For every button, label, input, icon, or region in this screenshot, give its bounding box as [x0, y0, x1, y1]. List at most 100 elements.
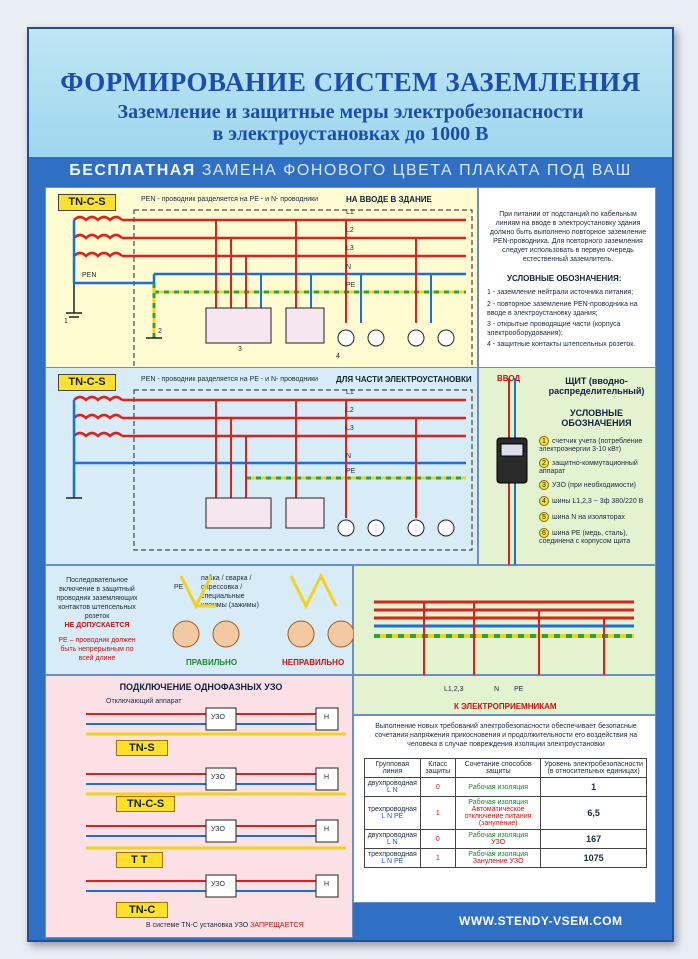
free-color-banner: БЕСПЛАТНАЯ ЗАМЕНА ФОНОВОГО ЦВЕТА ПЛАКАТА…	[29, 159, 672, 203]
row-class: 0	[419, 777, 456, 797]
rcd-warning: В системе TN-C установка УЗО ЗАПРЕЩАЕТСЯ	[146, 922, 304, 929]
panel-a-legend-4: 4 - защитные контакты штепсельных розето…	[487, 341, 636, 348]
poster-title: ФОРМИРОВАНИЕ СИСТЕМ ЗАЗЕМЛЕНИЯ	[60, 67, 641, 97]
legend-num-5: 5	[539, 512, 549, 522]
panel-distribution-board: ВВОД ЩИТ (вводно-распределительный) УСЛО…	[478, 367, 656, 566]
panel-a-note: PEN - проводник разделяется на PE - и N-…	[141, 196, 319, 203]
legend-num-2: 2	[539, 458, 549, 468]
panel-busbars	[353, 565, 656, 676]
panel-a-notes: При питании от подстанций по кабельным л…	[478, 187, 656, 385]
row-line-text: трехпроводная	[367, 806, 417, 813]
col-level: Уровень электробезопасности (в относител…	[540, 758, 647, 778]
legend-num-6: 6	[539, 528, 549, 538]
board-meter-diagram	[496, 378, 528, 566]
row-level: 167	[540, 829, 647, 849]
l3-label-b: L3	[346, 425, 354, 432]
safety-intro: Выполнение новых требований электробезоп…	[374, 723, 638, 748]
col-class: Класс защиты	[419, 758, 456, 778]
panel-a-legend-2: 2 - повторное заземление PEN-проводника …	[487, 301, 638, 317]
row-line-sub: L N	[387, 787, 398, 794]
l1-label-b: L1	[346, 389, 354, 396]
poster-header: ФОРМИРОВАНИЕ СИСТЕМ ЗАЗЕМЛЕНИЯ Заземлени…	[29, 29, 672, 157]
outlets-not-allowed: НЕ ДОПУСКАЕТСЯ	[64, 622, 130, 629]
legend-text-6: шина PE (медь, сталь), соединена с корпу…	[539, 530, 631, 545]
busbar-pe-label: PE	[514, 686, 524, 693]
panel-a-legend-1: 1 - заземление нейтрали источника питани…	[487, 289, 634, 296]
row-method-2: Зануление УЗО	[472, 858, 524, 865]
rcd-diagram	[86, 707, 346, 898]
panel-b-diagram	[66, 389, 473, 551]
outlets-text-1: Последовательное включение в защитный пр…	[56, 577, 138, 620]
row-line-sub: L N PE	[381, 858, 404, 865]
safety-table: Групповая линия Класс защиты Сочетание с…	[364, 758, 647, 868]
poster: ФОРМИРОВАНИЕ СИСТЕМ ЗАЗЕМЛЕНИЯ Заземлени…	[27, 27, 674, 942]
row-line-text: трехпроводная	[367, 851, 417, 858]
legend-num-1: 1	[539, 436, 549, 446]
panel-a-heading: НА ВВОДЕ В ЗДАНИЕ	[346, 195, 432, 204]
rcd-h-3: Н	[324, 826, 330, 833]
busbar-l-label: L1,2,3	[444, 686, 464, 693]
n-label-b: N	[346, 453, 352, 460]
row-method-1: Рабочая изоляция	[468, 832, 528, 839]
legend-text-1: счетчик учета (потребление электроэнерги…	[539, 438, 643, 453]
marker-2-a: 2	[158, 328, 162, 335]
panel-safety-table: Выполнение новых требований электробезоп…	[353, 715, 656, 903]
panel-tncs-partial: TN-C-S PEN - проводник разделяется на PE…	[45, 367, 478, 565]
footer-site-url: WWW.STENDY-VSEM.COM	[459, 914, 623, 928]
subtitle-line-1: Заземление и защитные меры электробезопа…	[117, 101, 584, 123]
panel-rcd: ПОДКЛЮЧЕНИЕ ОДНОФАЗНЫХ УЗО Отключающий а…	[45, 675, 353, 938]
rcd-uzo-4: УЗО	[211, 881, 225, 888]
board-heading: ЩИТ (вводно-распределительный)	[548, 376, 645, 396]
panel-tncs-input: TN-C-S PEN - проводник разделяется на PE…	[45, 187, 478, 385]
legend-num-3: 3	[539, 480, 549, 490]
row-method-1: Рабочая изоляция	[468, 799, 528, 806]
rcd-scheme-tns: TN-S	[116, 740, 168, 756]
rcd-scheme-tncs: TN-C-S	[116, 796, 176, 812]
marker-3-a: 3	[238, 346, 242, 353]
legend-text-5: шина N на изоляторах	[552, 514, 625, 521]
pen-label-a: PEN	[82, 272, 97, 279]
scheme-tag-tncs-b: TN-C-S	[58, 374, 116, 391]
panel-a-legend-title: УСЛОВНЫЕ ОБОЗНАЧЕНИЯ:	[507, 274, 622, 283]
row-class: 1	[419, 796, 456, 830]
rcd-heading: ПОДКЛЮЧЕНИЕ ОДНОФАЗНЫХ УЗО	[119, 682, 283, 692]
incorrect-label: НЕПРАВИЛЬНО	[282, 658, 345, 667]
row-level: 6,5	[540, 796, 647, 830]
row-level: 1075	[540, 848, 647, 868]
col-method: Сочетание способов защиты	[454, 758, 542, 778]
col-line: Групповая линия	[364, 758, 421, 778]
rcd-h-4: Н	[324, 881, 330, 888]
rcd-warning-prefix: В системе TN-C установка УЗО	[146, 922, 249, 929]
panel-outlets: Последовательное включение в защитный пр…	[45, 565, 354, 675]
pe-label-b: PE	[346, 468, 356, 475]
panel-a-legend-3: 3 - открытые проводящие части (корпуса э…	[487, 321, 621, 337]
scheme-tag-tncs-a: TN-C-S	[58, 194, 116, 211]
correct-label: ПРАВИЛЬНО	[186, 658, 238, 667]
rcd-breaker-label: Отключающий аппарат	[106, 698, 182, 705]
rcd-scheme-tnc: TN-C	[116, 902, 169, 918]
row-class: 0	[419, 829, 456, 849]
legend-text-4: шины L1,2,3 ~ 3ф 380/220 В	[552, 498, 644, 505]
l1-label-a: L1	[346, 209, 354, 216]
row-class: 1	[419, 848, 456, 868]
rcd-warning-red: ЗАПРЕЩАЕТСЯ	[250, 922, 304, 929]
marker-1-a: 1	[64, 318, 68, 325]
marker-4-a: 4	[336, 353, 340, 360]
row-line-text: двухпроводная	[367, 832, 417, 839]
l3-label-a: L3	[346, 245, 354, 252]
subtitle-line-2: в электроустановках до 1000 В	[212, 123, 489, 145]
rcd-uzo-2: УЗО	[211, 774, 225, 781]
